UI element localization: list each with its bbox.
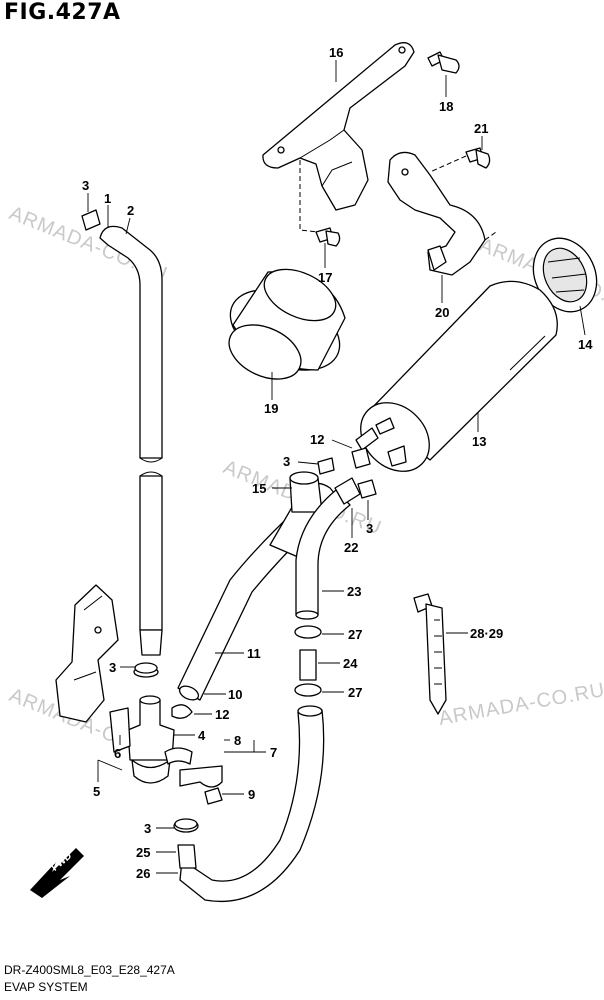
clamp-3-top [81, 209, 101, 231]
bracket-5 [55, 584, 119, 723]
clamps-7-8-and-bolt-9 [164, 747, 223, 805]
callout-16: 16 [329, 45, 343, 60]
leader-lines [87, 60, 586, 874]
callout-11: 11 [247, 646, 261, 661]
callout-27-lower: 27 [348, 685, 362, 700]
callout-20: 20 [435, 305, 449, 320]
canister-cap [532, 237, 598, 313]
cable-tie [413, 593, 447, 715]
callout-2: 2 [127, 203, 134, 218]
bolt-21 [429, 147, 491, 173]
fwd-arrow: FWD [30, 848, 84, 898]
callout-1: 1 [104, 191, 111, 206]
callout-27-upper: 27 [348, 627, 362, 642]
callout-19: 19 [264, 401, 278, 416]
figure-code: DR-Z400SML8_E03_E28_427A [4, 963, 175, 977]
callout-21: 21 [474, 121, 488, 136]
callout-26: 26 [136, 866, 150, 881]
bolt-18 [427, 51, 460, 74]
callout-12-lower: 12 [215, 707, 229, 722]
callout-9: 9 [248, 787, 255, 802]
watermark-bottom-right: ARMADA-CO.RU [437, 679, 604, 730]
joint-12-upper [351, 447, 371, 469]
callout-numbers: 16 18 21 17 20 14 19 13 12 3 15 3 22 23 … [82, 45, 593, 881]
canister-holder [387, 151, 497, 276]
callout-3-bottom: 3 [144, 821, 151, 836]
callout-6: 6 [114, 746, 121, 761]
callout-17: 17 [318, 270, 332, 285]
bolt-17 [315, 227, 341, 247]
callout-8: 8 [234, 733, 241, 748]
callout-3-lower-left: 3 [109, 660, 116, 675]
canister-band [228, 268, 346, 380]
callout-13: 13 [472, 434, 486, 449]
evap-canister [355, 280, 558, 472]
callout-18: 18 [439, 99, 453, 114]
callout-4: 4 [198, 728, 206, 743]
callout-5: 5 [93, 784, 100, 799]
canister-bracket [262, 42, 415, 233]
figure-title: FIG.427A [4, 0, 121, 25]
callout-7: 7 [270, 745, 277, 760]
callout-3-mid-right: 3 [366, 521, 373, 536]
callout-3-top: 3 [82, 178, 89, 193]
vent-hose-long [99, 225, 163, 656]
callout-28-29: 28·29 [470, 626, 503, 641]
clamp-3-lower [134, 662, 198, 830]
clip-6 [109, 707, 131, 753]
callout-12-upper: 12 [310, 432, 324, 447]
parts-diagram: ARMADA-CO.RU ARMADA-CO.RU ARMADA-CO.RU A… [6, 42, 604, 903]
callout-15: 15 [252, 481, 266, 496]
callout-23: 23 [347, 584, 361, 599]
figure-name: EVAP SYSTEM [4, 980, 88, 994]
callout-14: 14 [578, 337, 593, 352]
clamp-3-mid [317, 457, 377, 499]
callout-10: 10 [228, 687, 242, 702]
hose-15 [289, 471, 323, 513]
hose-23 [295, 477, 361, 620]
hose-26 [173, 705, 325, 903]
callout-24: 24 [343, 656, 358, 671]
callout-3-mid-left: 3 [283, 454, 290, 469]
callout-25: 25 [136, 845, 150, 860]
callout-22: 22 [344, 540, 358, 555]
clamps-27-and-joint-24 [294, 625, 322, 697]
